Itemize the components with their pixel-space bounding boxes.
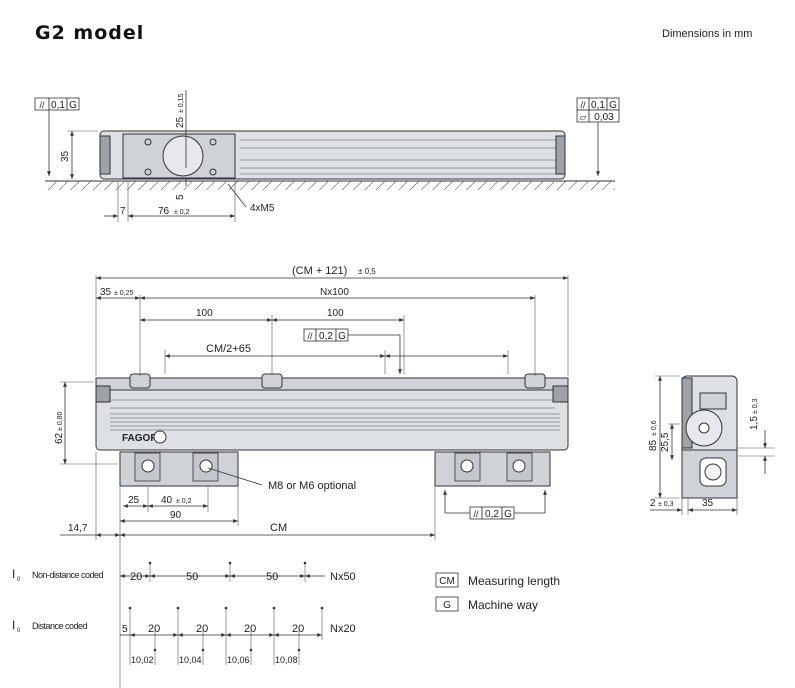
i0-label-b: I	[12, 618, 15, 632]
front-tol-frame: // 0,2 G	[303, 328, 349, 342]
svg-text:G: G	[69, 100, 77, 111]
legend-key-box	[435, 572, 459, 588]
side-dim-25: 25	[175, 116, 186, 128]
svg-text:± 0,15: ± 0,15	[178, 93, 185, 113]
legend-key-box	[435, 596, 459, 612]
d-20a: 20	[148, 623, 160, 635]
d-20d: 20	[292, 623, 304, 635]
nd-50a: 50	[186, 571, 198, 583]
nd-nx50: Nx50	[330, 571, 356, 583]
reader-head-right	[434, 451, 551, 487]
svg-text:G: G	[609, 100, 617, 111]
svg-text:± 0,2: ± 0,2	[176, 498, 192, 505]
svg-text:G: G	[338, 331, 346, 342]
side-dim-76: 76	[158, 206, 170, 217]
svg-text:± 0,5: ± 0,5	[358, 267, 376, 276]
d-1008: 10,08	[275, 655, 298, 665]
svg-text://: //	[307, 331, 313, 341]
nd-50b: 50	[266, 571, 278, 583]
d-5: 5	[122, 624, 128, 635]
screw-label: 4xM5	[250, 203, 275, 214]
legend-key-g: G	[443, 600, 451, 611]
svg-text:⏥: ⏥	[580, 112, 587, 122]
svg-text://: //	[39, 100, 45, 110]
legend-text-cm: Measuring length	[468, 574, 560, 588]
legend-text-g: Machine way	[468, 598, 538, 612]
dim-40: 40	[161, 495, 173, 506]
i0-label-a: I	[12, 567, 15, 581]
dim-14-7: 14,7	[68, 523, 88, 534]
d-1004: 10,04	[179, 655, 202, 665]
svg-text:0,03: 0,03	[594, 112, 614, 123]
svg-text:± 0,25: ± 0,25	[114, 290, 134, 297]
brand-logo: FAGOR	[122, 433, 158, 444]
side-tol-frame-right: // 0,1 G ⏥ 0,03	[576, 97, 620, 123]
svg-text:± 0,6: ± 0,6	[651, 420, 658, 436]
svg-text:0: 0	[17, 577, 21, 583]
dim-cm: CM	[270, 522, 287, 534]
units-note: Dimensions in mm	[662, 28, 753, 40]
side-tol-frame-left: // 0,1 G	[34, 97, 80, 111]
end-dim-25-5: 25,5	[660, 432, 671, 452]
svg-text:0,1: 0,1	[591, 100, 605, 111]
side-view: // 0,1 G // 0,1 G ⏥ 0,03 35 25 ± 0,15 5	[34, 90, 620, 222]
dim-25: 25	[128, 495, 140, 506]
page-title: G2 model	[35, 22, 145, 44]
mount-tab-3	[524, 373, 546, 389]
svg-text:0,2: 0,2	[485, 509, 499, 520]
svg-text:± 0,3: ± 0,3	[752, 398, 759, 414]
dim-nx100: Nx100	[320, 287, 349, 298]
mount-bolt-icon	[512, 459, 526, 473]
side-dim-7: 7	[120, 206, 126, 217]
d-20c: 20	[244, 623, 256, 635]
mount-bolt-icon	[199, 459, 213, 473]
end-view: 85 ± 0,6 25,5 1,5 ± 0,3 2 ± 0,3 35	[648, 375, 775, 515]
legend: CM Measuring length G Machine way	[435, 572, 560, 612]
d-1006: 10,06	[227, 655, 250, 665]
mount-tab-2	[261, 373, 283, 389]
end-dim-1-5: 1,5	[749, 416, 760, 430]
svg-text:0,1: 0,1	[51, 100, 65, 111]
end-knob-icon	[704, 463, 722, 481]
dist-label: Distance coded	[32, 621, 88, 631]
svg-text://: //	[473, 509, 479, 519]
svg-text:G: G	[504, 509, 512, 520]
dim-90: 90	[170, 510, 182, 521]
side-reader-disk	[162, 135, 204, 177]
end-dim-2: 2	[650, 498, 656, 509]
svg-text:0,2: 0,2	[319, 331, 333, 342]
svg-text://: //	[580, 100, 586, 110]
ground-hatch	[45, 181, 615, 190]
front-tol-frame-bottom: // 0,2 G	[469, 506, 515, 520]
front-view: FAGOR (CM + 121) ± 0,5 35 ± 0,25 Nx100 1…	[54, 265, 569, 688]
svg-text:± 0,80: ± 0,80	[57, 411, 64, 431]
dim-100b: 100	[327, 308, 344, 319]
end-dim-85: 85	[648, 439, 659, 451]
overall-dim: (CM + 121)	[292, 265, 347, 277]
nondist-label: Non-distance coded	[32, 570, 104, 580]
nd-20: 20	[130, 571, 142, 583]
mount-tab-1	[129, 373, 151, 389]
d-nx20: Nx20	[330, 623, 356, 635]
d-20b: 20	[196, 623, 208, 635]
dim-35: 35	[100, 287, 112, 298]
dim-62: 62	[54, 432, 65, 444]
legend-key-cm: CM	[439, 576, 455, 587]
side-dim-5: 5	[175, 194, 186, 200]
side-dim-35: 35	[60, 150, 71, 162]
svg-text:± 0,2: ± 0,2	[174, 209, 190, 216]
end-dim-35: 35	[702, 498, 714, 509]
d-1002: 10,02	[131, 655, 154, 665]
dim-cm2: CM/2+65	[206, 343, 251, 355]
mount-bolt-icon	[141, 459, 155, 473]
dim-100a: 100	[196, 308, 213, 319]
svg-text:± 0,3: ± 0,3	[658, 501, 674, 508]
mount-label: M8 or M6 optional	[268, 480, 356, 492]
ref-marks: I 0 Non-distance coded 20 50 50 Nx50 I 0…	[12, 561, 356, 665]
mount-bolt-icon	[460, 459, 474, 473]
svg-text:0: 0	[17, 628, 21, 634]
